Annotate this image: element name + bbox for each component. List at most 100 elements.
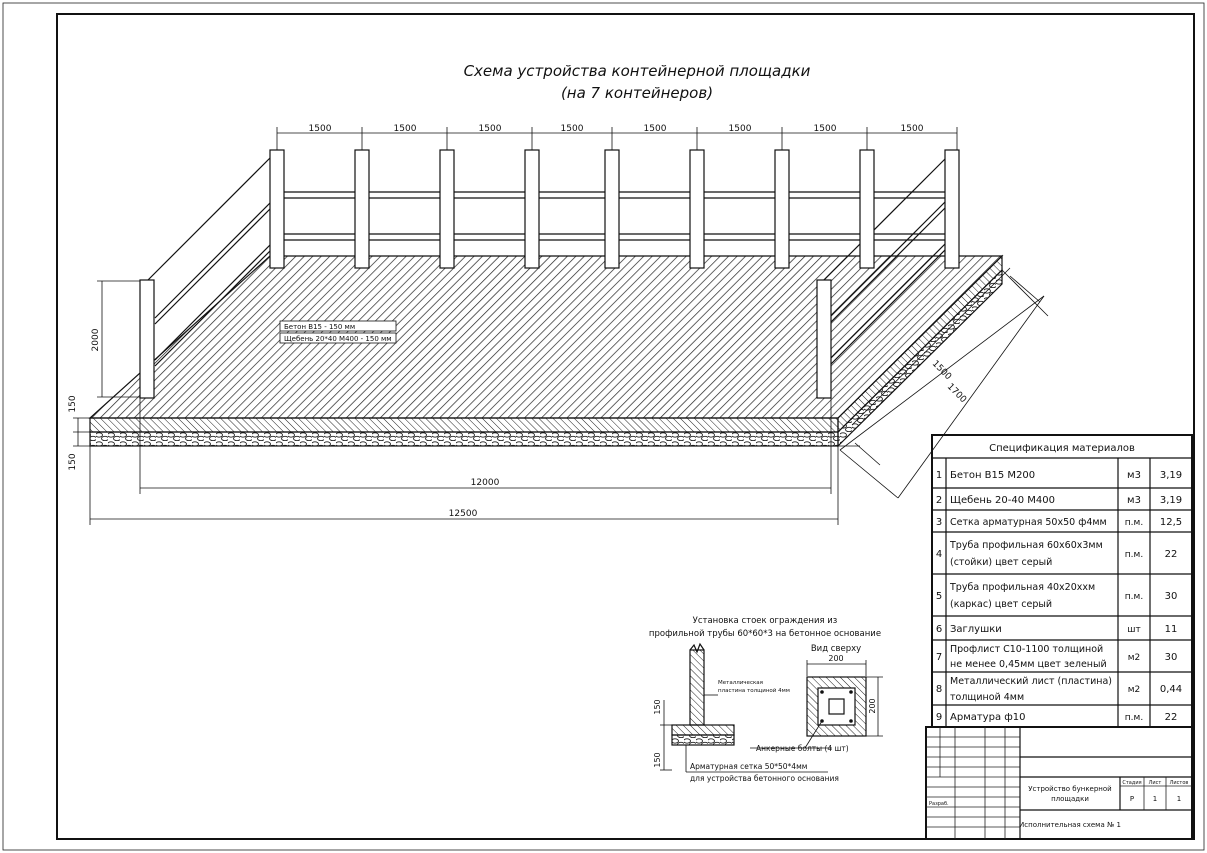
title-block: [925, 726, 1193, 840]
spec-row-7-name-1: Профлист С10-1100 толщиной: [950, 644, 1103, 655]
spec-row-4-qty: 22: [1165, 549, 1178, 560]
spec-row-4-name-1: Труба профильная 60х60х3мм: [949, 540, 1103, 551]
spec-row-5-num: 5: [936, 591, 942, 602]
back-fence-posts: [269, 149, 960, 269]
span-dim-4: 1500: [561, 124, 584, 134]
layer-dim-150-bottom: 150: [68, 453, 78, 470]
stamp-sheets-header: Листов: [1170, 780, 1189, 786]
stamp-stage: Р: [1130, 795, 1134, 803]
span-dim-5: 1500: [644, 124, 667, 134]
detail-post: [689, 649, 705, 726]
length-dim-12000: 12000: [471, 478, 500, 488]
spec-row-7-qty: 30: [1165, 652, 1178, 663]
detail-dim-200-height: 200: [868, 698, 877, 713]
span-dimension-line: [276, 127, 958, 150]
spec-row-8-unit: м2: [1128, 685, 1141, 695]
drawing-subtitle: (на 7 контейнеров): [561, 84, 713, 102]
slab-gravel-label: Щебень 20*40 М400 - 150 мм: [284, 335, 392, 343]
spec-row-1-unit: м3: [1127, 470, 1141, 481]
spec-row-1-num: 1: [936, 470, 942, 481]
spec-row-2-num: 2: [936, 495, 942, 506]
spec-row-2-qty: 3,19: [1160, 495, 1182, 506]
stamp-project-2: площадки: [1051, 795, 1089, 803]
drawing-title: Схема устройства контейнерной площадки: [464, 62, 811, 80]
stamp-sheet: 1: [1153, 795, 1157, 803]
detail-mesh-label-1: Арматурная сетка 50*50*4мм: [690, 762, 807, 771]
spec-row-5-qty: 30: [1165, 591, 1178, 602]
spec-row-2-unit: м3: [1127, 495, 1141, 506]
depth-dimension-lines: [838, 267, 1049, 499]
gravel-label-box: [279, 332, 397, 344]
right-fence-rails: [823, 151, 953, 366]
detail-dim-150-top: 150: [653, 699, 662, 714]
spec-row-4-num: 4: [936, 549, 942, 560]
spec-row-8-name-2: толщиной 4мм: [950, 692, 1024, 703]
height-dim-2000: 2000: [91, 328, 101, 351]
detail-base-concrete: [671, 724, 735, 736]
stamp-stage-header: Стадия: [1122, 780, 1141, 786]
detail-dim-200-width: 200: [828, 654, 843, 663]
detail-plate-label-1: Металлическая: [718, 680, 763, 686]
stamp-developer: Разраб.: [929, 801, 949, 807]
detail-base-gravel: [671, 734, 735, 746]
length-dim-12500: 12500: [449, 509, 478, 519]
spec-row-2-name: Щебень 20-40 М400: [950, 495, 1055, 506]
stamp-sheets: 1: [1177, 795, 1181, 803]
spec-row-7-num: 7: [936, 652, 942, 663]
detail-dim-150-bottom: 150: [653, 752, 662, 767]
spec-row-5-name-2: (каркас) цвет серый: [950, 599, 1052, 610]
spec-row-3-num: 3: [936, 517, 942, 528]
spec-row-7-unit: м2: [1128, 653, 1141, 663]
drawing-frame: [56, 13, 1195, 840]
spec-row-4-unit: п.м.: [1125, 550, 1143, 560]
spec-row-6-qty: 11: [1165, 624, 1178, 635]
spec-row-6-num: 6: [936, 624, 942, 635]
spec-row-6-name: Заглушки: [950, 624, 1002, 635]
spec-row-8-num: 8: [936, 684, 942, 695]
left-fence-rails: [146, 151, 279, 367]
spec-row-8-name-1: Металлический лист (пластина): [950, 676, 1112, 687]
span-dim-7: 1500: [814, 124, 837, 134]
spec-row-3-name: Сетка арматурная 50х50 ф4мм: [950, 517, 1107, 528]
slab-gravel-layer: [89, 431, 839, 447]
concrete-label-box: [279, 320, 397, 332]
depth-dim-1500: 1500: [930, 359, 953, 382]
spec-row-7-name-2: не менее 0,45мм цвет зеленый: [950, 659, 1107, 670]
spec-row-9-num: 9: [936, 712, 942, 723]
detail-top-view-label: Вид сверху: [811, 644, 861, 654]
stamp-document: Исполнительная схема № 1: [1019, 821, 1121, 829]
spec-row-5-unit: п.м.: [1125, 592, 1143, 602]
span-dim-1: 1500: [309, 124, 332, 134]
span-dim-3: 1500: [479, 124, 502, 134]
spec-row-6-unit: шт: [1127, 625, 1140, 635]
depth-dim-1700: 1700: [945, 382, 968, 405]
spec-title: Спецификация материалов: [989, 443, 1135, 454]
spec-row-1-name: Бетон В15 М200: [950, 470, 1035, 481]
spec-row-8-qty: 0,44: [1160, 684, 1182, 695]
detail-plate-label-2: пластина толщиной 4мм: [718, 687, 790, 694]
spec-row-9-name: Арматура ф10: [950, 712, 1026, 723]
spec-row-9-qty: 22: [1165, 712, 1178, 723]
span-dim-6: 1500: [729, 124, 752, 134]
detail-caption-1: Установка стоек ограждения из: [693, 616, 838, 626]
front-left-post: [139, 279, 155, 399]
spec-row-1-qty: 3,19: [1160, 470, 1182, 481]
span-dim-8: 1500: [901, 124, 924, 134]
slab-side-gravel: [837, 268, 1003, 448]
stamp-sheet-header: Лист: [1149, 780, 1162, 786]
stamp-project-1: Устройство бункерной: [1028, 785, 1111, 793]
slab-concrete-label: Бетон В15 - 150 мм: [284, 323, 355, 331]
span-dim-2: 1500: [394, 124, 417, 134]
detail-mesh-label-2: для устройства бетонного основания: [690, 774, 839, 783]
spec-row-5-name-1: Труба профильная 40х20ххм: [949, 582, 1095, 593]
spec-row-3-unit: п.м.: [1125, 518, 1143, 528]
slab-concrete-layer: [89, 417, 839, 433]
spec-row-4-name-2: (стойки) цвет серый: [950, 557, 1052, 568]
detail-caption-2: профильной трубы 60*60*3 на бетонное осн…: [649, 629, 881, 639]
layer-dim-150-top: 150: [68, 395, 78, 412]
front-right-post: [816, 279, 832, 399]
spec-row-9-unit: п.м.: [1125, 713, 1143, 723]
spec-row-3-qty: 12,5: [1160, 517, 1182, 528]
